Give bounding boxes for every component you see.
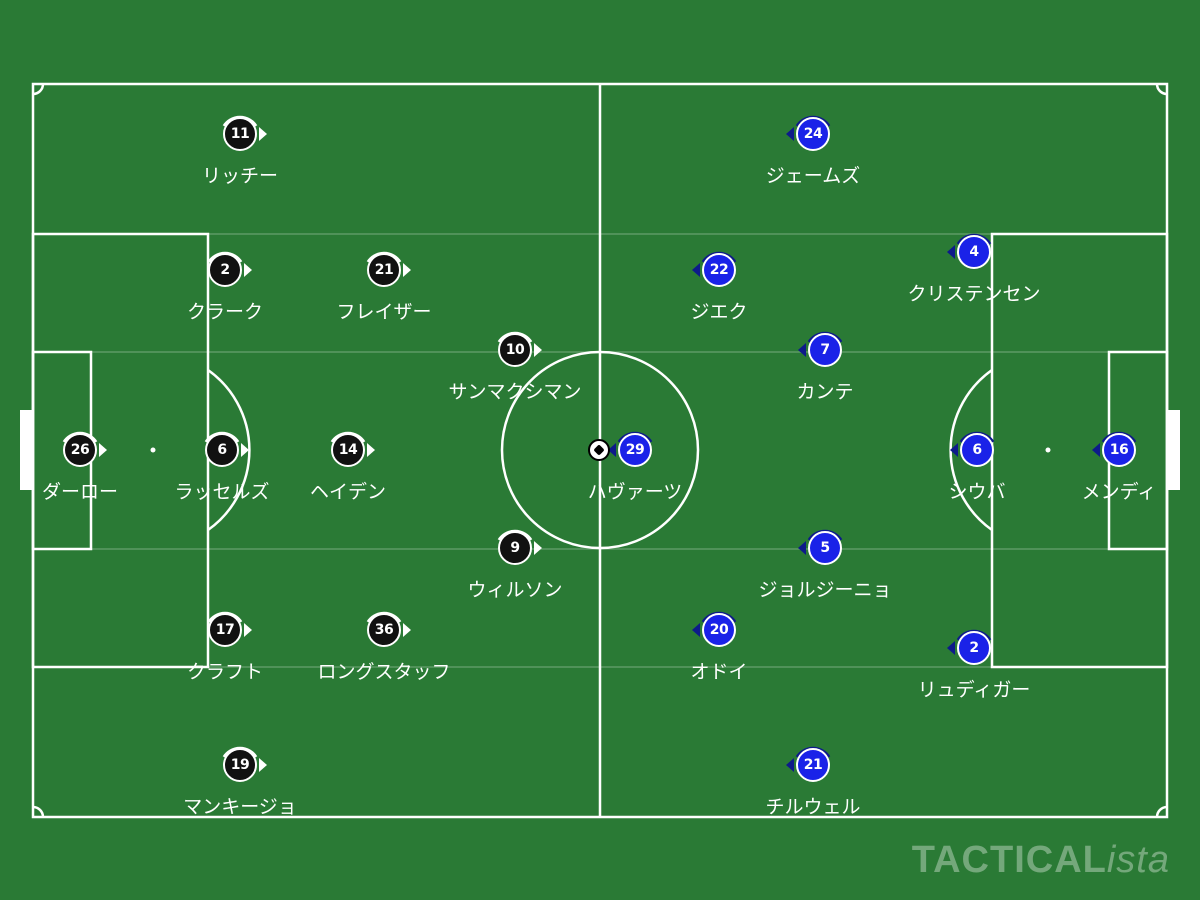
direction-arrow-icon <box>259 758 267 772</box>
player-number: 21 <box>796 748 830 782</box>
player-number: 19 <box>223 748 257 782</box>
direction-arrow-icon <box>244 623 252 637</box>
direction-arrow-icon <box>608 443 616 457</box>
player-name: サンマクシマン <box>448 381 582 403</box>
player-name: フレイザー <box>336 301 432 323</box>
player-name: オドイ <box>690 661 748 683</box>
direction-arrow-icon <box>244 263 252 277</box>
direction-arrow-icon <box>950 443 958 457</box>
direction-arrow-icon <box>786 758 794 772</box>
direction-arrow-icon <box>1092 443 1100 457</box>
center-circle <box>500 350 700 550</box>
player-number: 10 <box>498 333 532 367</box>
player-name: ダーロー <box>41 481 118 503</box>
player-number: 2 <box>957 631 991 665</box>
player-number: 20 <box>702 613 736 647</box>
player-number: 16 <box>1102 433 1136 467</box>
left-penalty-arc <box>207 368 251 532</box>
player-number: 26 <box>63 433 97 467</box>
player-name: ジエク <box>690 301 748 323</box>
direction-arrow-icon <box>403 623 411 637</box>
direction-arrow-icon <box>798 343 806 357</box>
player-name: クラフト <box>186 661 263 683</box>
direction-arrow-icon <box>259 127 267 141</box>
player-name: シウバ <box>948 481 1006 503</box>
player-number: 22 <box>702 253 736 287</box>
direction-arrow-icon <box>947 245 955 259</box>
player-name: ジェームズ <box>765 165 861 187</box>
direction-arrow-icon <box>692 263 700 277</box>
player-number: 17 <box>208 613 242 647</box>
player-name: クリステンセン <box>907 283 1041 305</box>
player-number: 6 <box>960 433 994 467</box>
ball-icon <box>588 439 610 461</box>
player-number: 2 <box>208 253 242 287</box>
player-name: チルウェル <box>765 796 861 818</box>
player-number: 6 <box>205 433 239 467</box>
watermark-brand: TACTICAL <box>911 839 1107 881</box>
player-number: 14 <box>331 433 365 467</box>
watermark-logo: TACTICALista <box>912 839 1170 882</box>
player-name: ヘイデン <box>309 481 386 503</box>
player-name: マンキージョ <box>183 796 297 818</box>
player-number: 29 <box>618 433 652 467</box>
left-goal <box>20 410 33 490</box>
player-name: ロングスタッフ <box>317 661 451 683</box>
direction-arrow-icon <box>534 541 542 555</box>
player-name: ウィルソン <box>467 579 563 601</box>
player-name: ラッセルズ <box>174 481 270 503</box>
direction-arrow-icon <box>241 443 249 457</box>
player-name: カンテ <box>796 381 854 403</box>
player-name: リッチー <box>201 165 278 187</box>
direction-arrow-icon <box>534 343 542 357</box>
player-number: 9 <box>498 531 532 565</box>
player-name: クラーク <box>186 301 263 323</box>
watermark-suffix: ista <box>1106 839 1170 881</box>
direction-arrow-icon <box>786 127 794 141</box>
player-name: ハヴァーツ <box>587 481 683 503</box>
direction-arrow-icon <box>367 443 375 457</box>
direction-arrow-icon <box>99 443 107 457</box>
player-name: リュディガー <box>917 679 1031 701</box>
player-number: 36 <box>367 613 401 647</box>
player-number: 24 <box>796 117 830 151</box>
player-name: ジョルジーニョ <box>758 579 892 601</box>
player-number: 21 <box>367 253 401 287</box>
player-number: 4 <box>957 235 991 269</box>
player-number: 7 <box>808 333 842 367</box>
direction-arrow-icon <box>692 623 700 637</box>
right-goal <box>1167 410 1180 490</box>
player-number: 11 <box>223 117 257 151</box>
player-number: 5 <box>808 531 842 565</box>
player-name: メンディ <box>1081 481 1157 503</box>
direction-arrow-icon <box>798 541 806 555</box>
direction-arrow-icon <box>403 263 411 277</box>
direction-arrow-icon <box>947 641 955 655</box>
